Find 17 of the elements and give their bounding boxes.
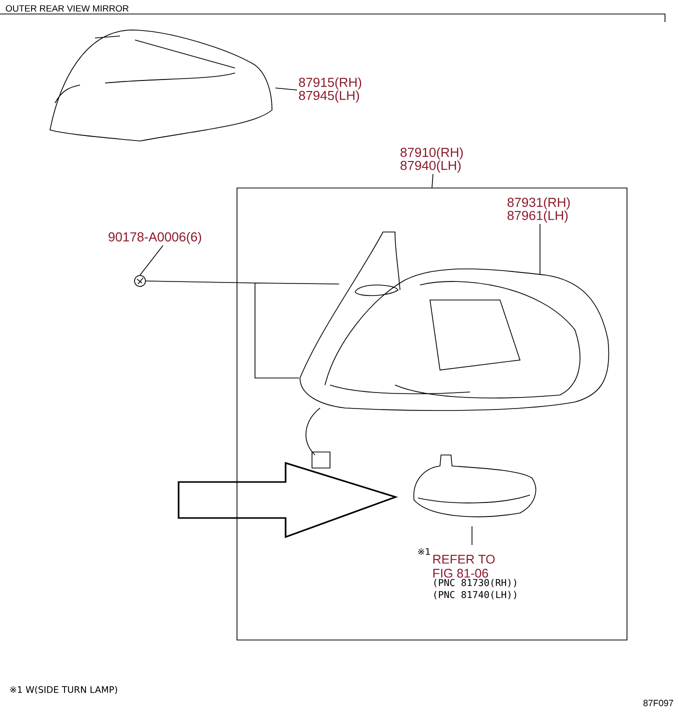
note: ※1 W(SIDE TURN LAMP) xyxy=(10,686,118,694)
reference-note: ※1 REFER TO FIG 81-06 (PNC 81730(RH)) (PNC 81740(LH)) xyxy=(418,548,516,600)
part-number: 87931(RH) 87961(LH) xyxy=(508,197,570,223)
mirror-cover-drawing xyxy=(50,30,272,142)
title: OUTER REAR VIEW MIRROR xyxy=(6,5,128,12)
mirror-assembly-drawing xyxy=(300,232,610,468)
part-number: 87915(RH) 87945(LH) xyxy=(298,77,362,103)
leader-line xyxy=(146,280,340,378)
leader-line xyxy=(140,245,164,276)
screw-drawing xyxy=(134,275,146,287)
leader-line xyxy=(432,174,434,188)
leader-line xyxy=(275,88,298,90)
turn-lamp-drawing xyxy=(413,454,536,518)
assembly-frame xyxy=(236,188,628,640)
part-number: 90178-A0006(6) xyxy=(108,232,202,244)
note: 87F097 xyxy=(643,700,674,706)
part-number: 87910(RH) 87940(LH) xyxy=(400,147,463,173)
